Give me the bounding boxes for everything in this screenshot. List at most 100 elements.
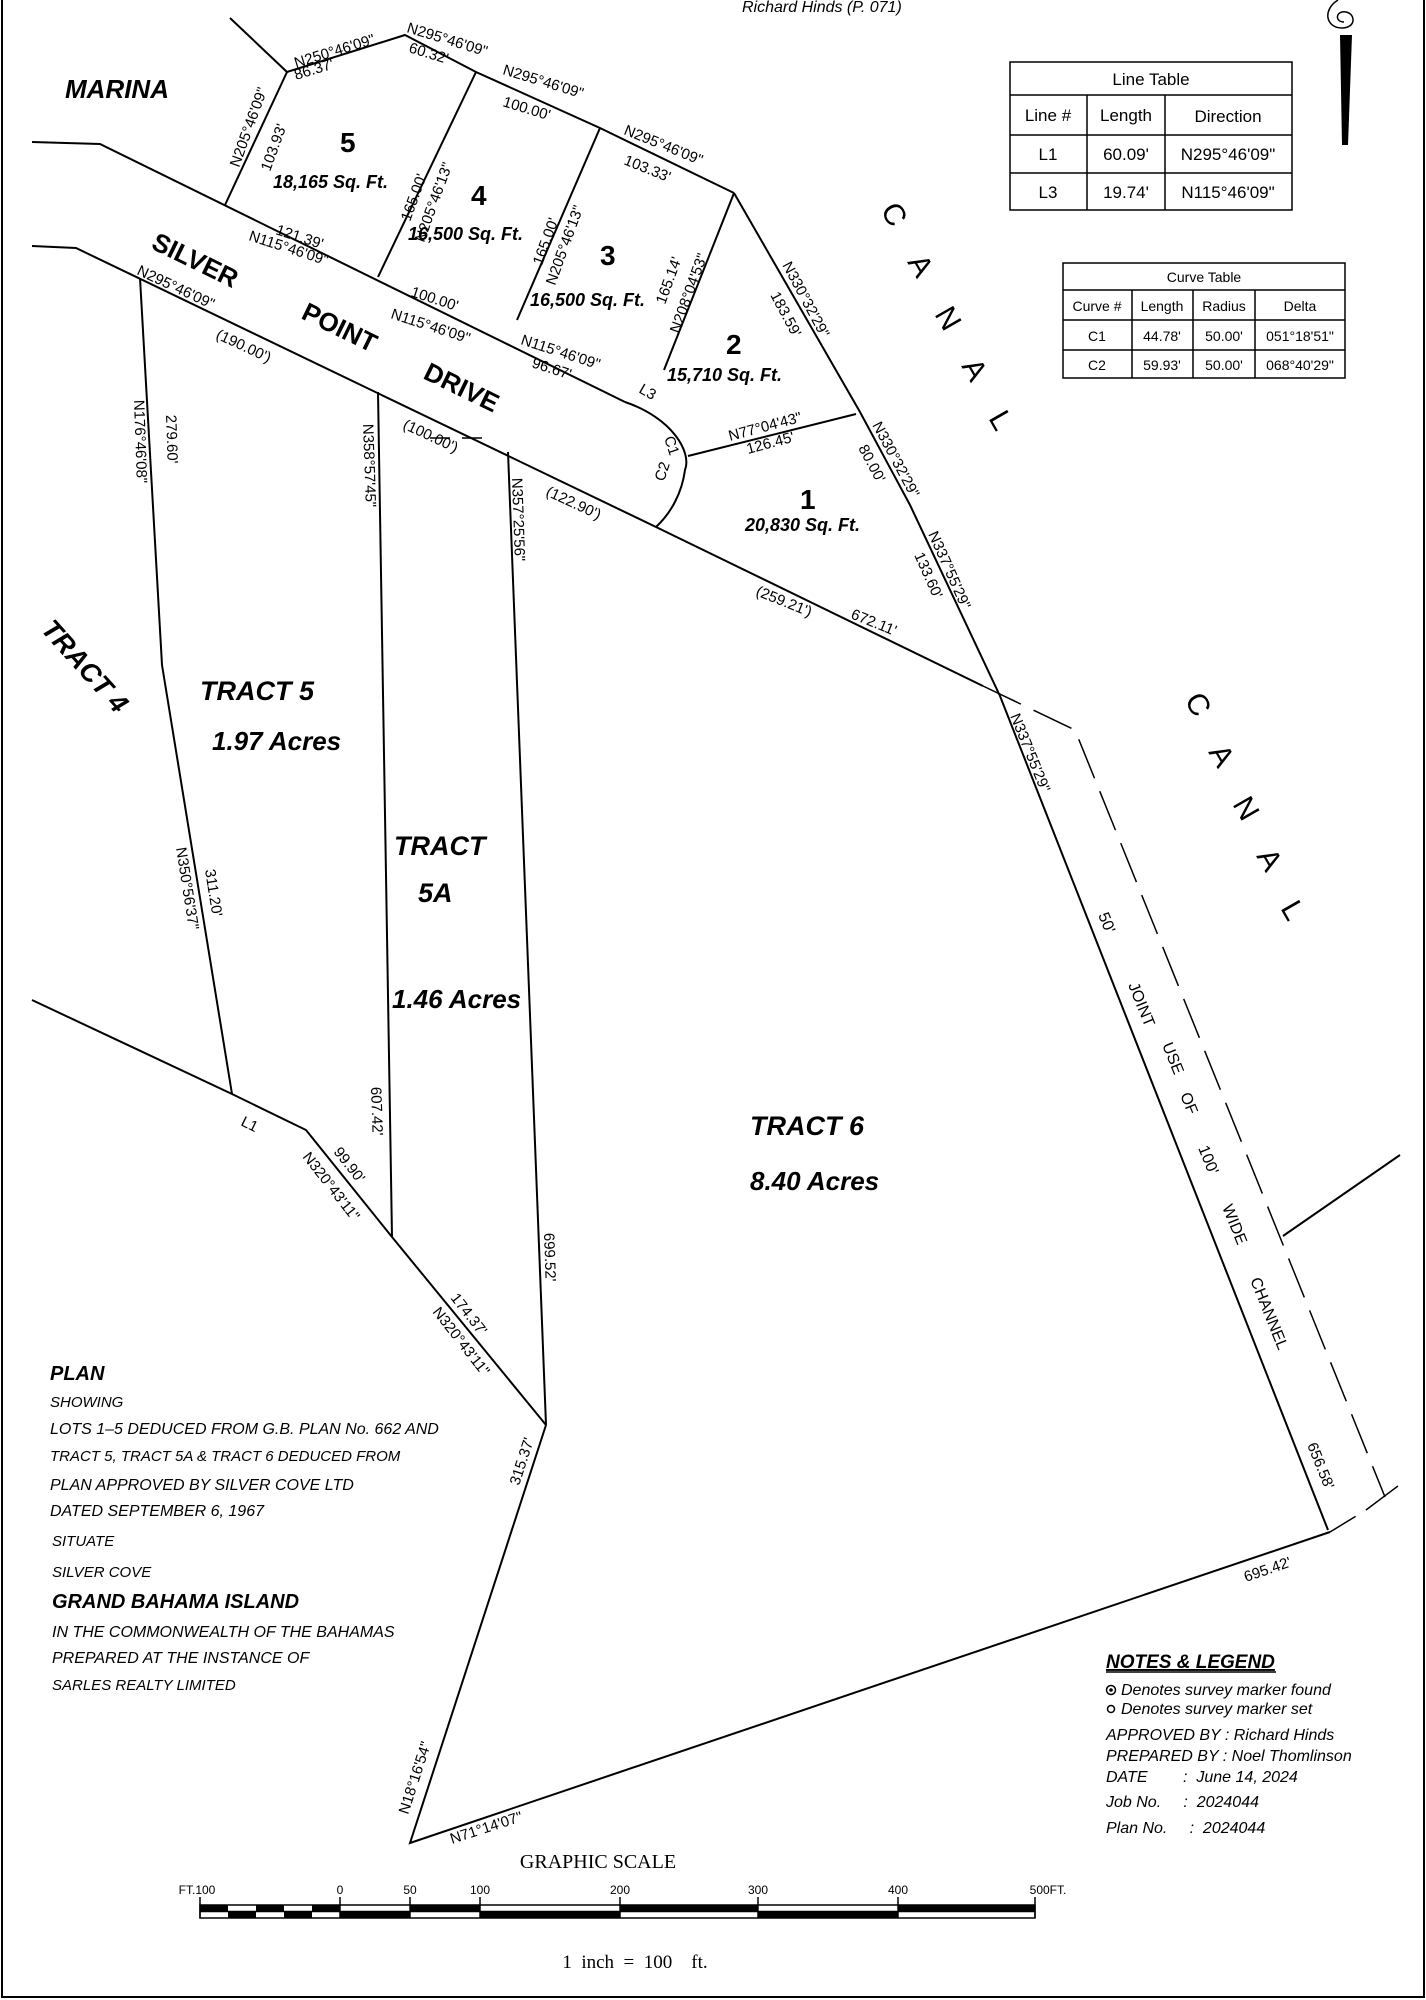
lot-number: 3 bbox=[600, 240, 616, 271]
lot-area: 20,830 Sq. Ft. bbox=[744, 515, 860, 535]
road-label: POINT bbox=[297, 296, 382, 358]
curve-table-title: Curve Table bbox=[1167, 269, 1242, 285]
tract5a-label: 5A bbox=[418, 878, 453, 908]
dim-label: 100.00' bbox=[501, 94, 553, 125]
plan-notes-title: PLAN bbox=[50, 1363, 105, 1385]
plan-notes-line: DATED SEPTEMBER 6, 1967 bbox=[50, 1503, 265, 1520]
canal-letter: N bbox=[1226, 791, 1265, 826]
curve-table: Curve Table Curve # Length Radius Delta … bbox=[1062, 262, 1346, 379]
curve-table-cell: 051°18'51" bbox=[1266, 328, 1334, 344]
dim-label: N358°57'45" bbox=[359, 424, 379, 508]
channel-label: 50' bbox=[1094, 910, 1118, 936]
dimension-labels: N250°46'09" 86.37' N295°46'09" 60.32' N2… bbox=[130, 20, 1337, 1848]
north-arrow-icon: NORTH bbox=[1327, 0, 1354, 145]
lot-area: 18,165 Sq. Ft. bbox=[273, 172, 388, 192]
plan-notes-line: TRACT 5, TRACT 5A & TRACT 6 DEDUCED FROM bbox=[50, 1448, 401, 1465]
curve-table-cell: 068°40'29" bbox=[1266, 357, 1334, 373]
dim-label: L1 bbox=[238, 1113, 260, 1136]
plan-notes-line: PREPARED AT THE INSTANCE OF bbox=[52, 1650, 310, 1667]
curve-table-header: Delta bbox=[1284, 298, 1317, 314]
curve-table-cell: C2 bbox=[1088, 357, 1106, 373]
plan-notes-line: SARLES REALTY LIMITED bbox=[52, 1677, 236, 1694]
dim-label: 100.00' bbox=[409, 284, 461, 315]
legend-found: Denotes survey marker found bbox=[1121, 1682, 1332, 1699]
dim-label: 311.20' bbox=[201, 868, 225, 918]
legend-prepared: PREPARED BY : Noel Thomlinson bbox=[1106, 1748, 1352, 1765]
canal-letter: L bbox=[982, 405, 1019, 436]
lot-number: 4 bbox=[471, 180, 487, 211]
dim-label: (190.00') bbox=[213, 326, 273, 366]
lot-number: 5 bbox=[340, 127, 356, 158]
marker-found-icon bbox=[1105, 1684, 1117, 1696]
canal-letter: A bbox=[1202, 739, 1241, 773]
dim-label: 656.58' bbox=[1303, 1440, 1337, 1492]
scale-tick-label: 100 bbox=[470, 1883, 490, 1897]
tract6-acres: 8.40 Acres bbox=[750, 1166, 879, 1196]
dim-label: N115°46'09" bbox=[389, 306, 473, 348]
scale-tick-label: 400 bbox=[888, 1883, 908, 1897]
plan-notes-line: LOTS 1–5 DEDUCED FROM G.B. PLAN No. 662 … bbox=[50, 1421, 439, 1438]
lot-number: 2 bbox=[726, 329, 742, 360]
line-table-header: Length bbox=[1100, 106, 1152, 125]
legend-approved: APPROVED BY : Richard Hinds bbox=[1105, 1727, 1334, 1744]
plan-notes-line: PLAN APPROVED BY SILVER COVE LTD bbox=[50, 1477, 354, 1494]
graphic-scale: GRAPHIC SCALE FT.100 0 50 100 200 300 40… bbox=[179, 1851, 1067, 1973]
lot-area: 16,500 Sq. Ft. bbox=[408, 224, 523, 244]
island-name: GRAND BAHAMA ISLAND bbox=[52, 1591, 299, 1613]
curve-table-header: Length bbox=[1141, 298, 1184, 314]
scale-tick-label: FT.100 bbox=[179, 1883, 216, 1897]
dim-label: N18°16'54" bbox=[396, 1740, 435, 1817]
channel-label: USE bbox=[1158, 1040, 1186, 1077]
marker-set-icon bbox=[1106, 1704, 1116, 1714]
dim-label: (100.00') bbox=[400, 416, 460, 456]
canal-letter: C bbox=[874, 197, 913, 232]
lot-area: 16,500 Sq. Ft. bbox=[530, 290, 645, 310]
legend-plan-no: Plan No. : 2024044 bbox=[1106, 1820, 1265, 1837]
dim-label: 699.52' bbox=[540, 1233, 559, 1282]
dim-label: N350°56'37" bbox=[172, 846, 202, 931]
line-table-cell: N295°46'09" bbox=[1181, 145, 1276, 164]
lot-number: 1 bbox=[800, 484, 816, 515]
tract5-acres: 1.97 Acres bbox=[212, 726, 341, 756]
canal-letter: A bbox=[1250, 843, 1289, 877]
dim-label: (122.90') bbox=[543, 483, 603, 523]
curve-table-header: Curve # bbox=[1072, 298, 1121, 314]
boundary-lines bbox=[31, 17, 1401, 1845]
plan-notes-line: SHOWING bbox=[50, 1394, 124, 1411]
curve-table-cell: 50.00' bbox=[1205, 357, 1243, 373]
canal-letter: A bbox=[901, 249, 940, 283]
line-table-title: Line Table bbox=[1112, 70, 1189, 89]
tract6-label: TRACT 6 bbox=[750, 1111, 865, 1141]
line-table-cell: 60.09' bbox=[1103, 145, 1149, 164]
canal-letter: N bbox=[928, 301, 967, 336]
dim-label: 103.33' bbox=[622, 152, 674, 186]
line-table-header: Line # bbox=[1025, 106, 1072, 125]
line-table: Line Table Line # Length Direction L1 60… bbox=[1009, 61, 1293, 211]
dim-label: 672.11' bbox=[849, 606, 900, 640]
dim-label: N176°46'08" bbox=[130, 400, 150, 484]
scale-caption: 1 inch = 100 ft. bbox=[562, 1952, 707, 1973]
canal-letter: L bbox=[1274, 895, 1311, 926]
tract4-label: TRACT 4 bbox=[36, 614, 135, 719]
road-label: DRIVE bbox=[419, 356, 504, 418]
curve-table-cell: 44.78' bbox=[1143, 328, 1181, 344]
legend-set: Denotes survey marker set bbox=[1121, 1701, 1313, 1718]
canal-letter: C bbox=[1178, 687, 1217, 722]
line-table-cell: 19.74' bbox=[1103, 183, 1149, 202]
plan-notes: PLAN SHOWING LOTS 1–5 DEDUCED FROM G.B. … bbox=[50, 1363, 439, 1694]
scale-title: GRAPHIC SCALE bbox=[520, 1851, 676, 1873]
line-table-cell: L3 bbox=[1039, 183, 1058, 202]
tract5a-label: TRACT bbox=[394, 831, 488, 861]
legend-job: Job No. : 2024044 bbox=[1105, 1794, 1259, 1811]
tract5-label: TRACT 5 bbox=[200, 676, 315, 706]
plan-notes-line: IN THE COMMONWEALTH OF THE BAHAMAS bbox=[52, 1624, 395, 1641]
line-table-cell: N115°46'09" bbox=[1181, 183, 1274, 202]
approver-reference: Richard Hinds (P. 071) bbox=[742, 0, 902, 16]
dim-label: N71°14'07" bbox=[448, 1808, 525, 1847]
dim-label: N357°25'56" bbox=[508, 478, 528, 562]
tract5a-acres: 1.46 Acres bbox=[392, 984, 521, 1014]
dim-label: L3 bbox=[636, 381, 659, 404]
curve-table-cell: C1 bbox=[1088, 328, 1106, 344]
plan-notes-line: SITUATE bbox=[52, 1533, 115, 1550]
